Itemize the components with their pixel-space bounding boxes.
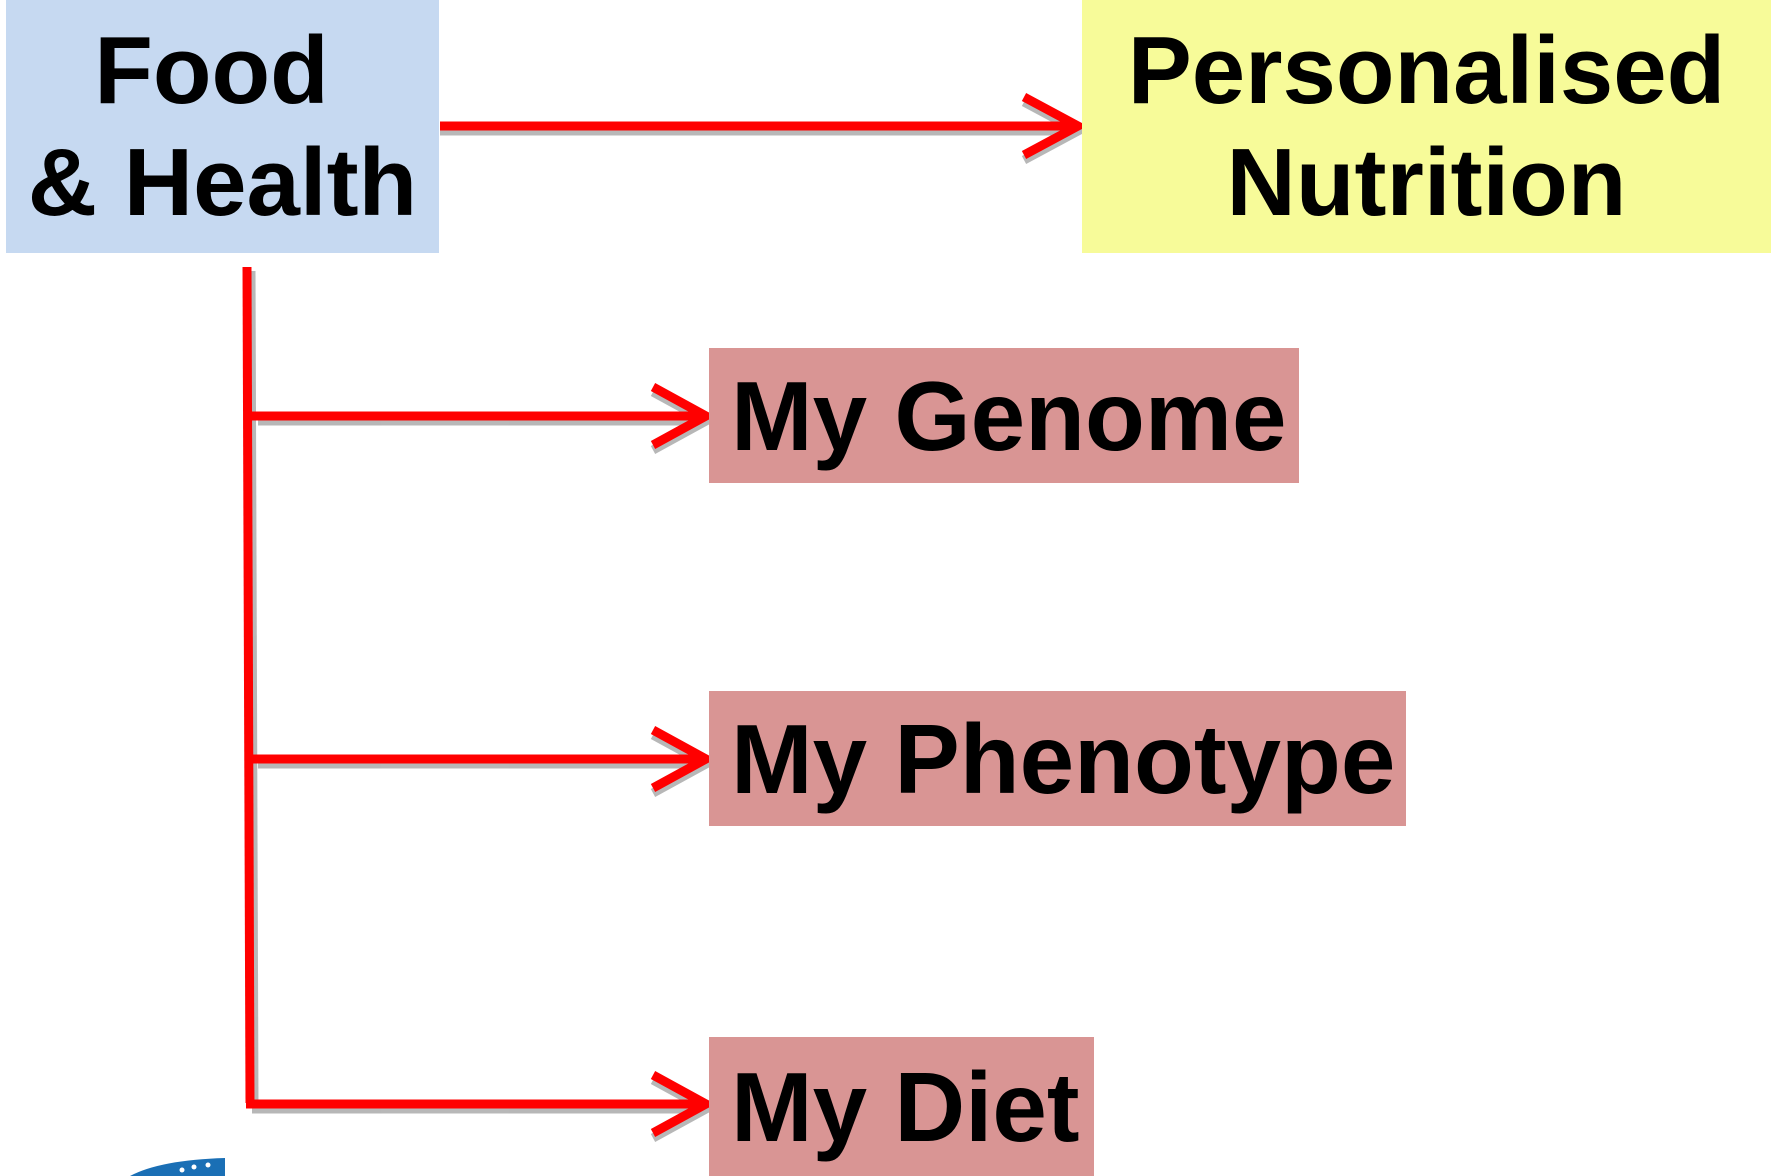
arrowhead-to-genome	[650, 383, 716, 449]
arrowhead-shadow-phenotype	[650, 731, 716, 797]
my-phenotype-label: My Phenotype	[731, 703, 1396, 814]
personalised-nutrition-line2: Nutrition	[1226, 128, 1627, 236]
food-health-box: Food & Health	[6, 0, 439, 253]
arrowhead-to-phenotype	[650, 726, 716, 792]
trunk-line	[242, 266, 255, 1104]
arrowhead-food-to-nutrition	[1021, 93, 1088, 159]
arrowhead-shadow-diet	[650, 1076, 716, 1142]
my-diet-box: My Diet	[709, 1037, 1094, 1176]
arrowhead-shadow-top	[1021, 98, 1088, 164]
food-health-line2: & Health	[27, 128, 418, 236]
personalised-nutrition-line1: Personalised	[1127, 16, 1726, 124]
arrow-shadows	[246, 98, 1088, 1142]
my-diet-label: My Diet	[731, 1051, 1080, 1162]
logo-icon-shape	[130, 1158, 225, 1176]
trunk-shadow	[246, 270, 259, 1109]
my-genome-label: My Genome	[731, 360, 1287, 471]
logo-icon	[130, 1158, 225, 1176]
arrowhead-to-diet	[650, 1071, 716, 1137]
food-health-line1: Food	[94, 16, 329, 124]
my-genome-box: My Genome	[709, 348, 1299, 483]
my-phenotype-box: My Phenotype	[709, 691, 1406, 826]
personalised-nutrition-box: Personalised Nutrition	[1082, 0, 1771, 253]
arrowhead-shadow-genome	[650, 388, 716, 454]
